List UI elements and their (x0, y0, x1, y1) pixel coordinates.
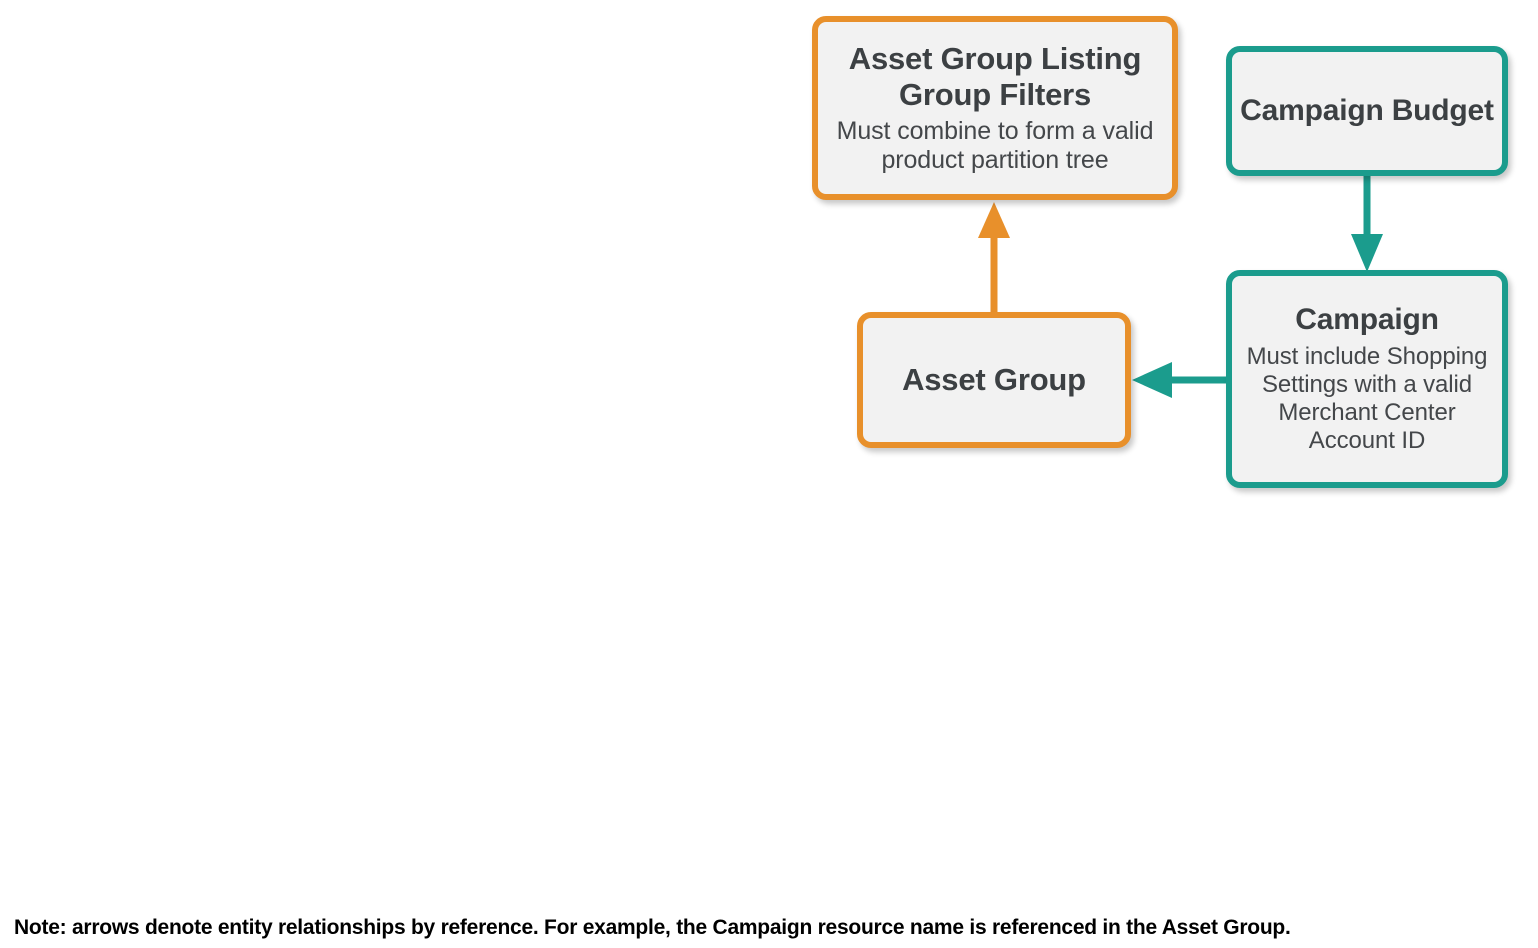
node-asset-group-listing-group-filters[interactable]: Asset Group Listing Group Filters Must c… (812, 16, 1178, 200)
node-title: Campaign (1295, 303, 1439, 337)
edge-asset-group-to-listing-group-filters (978, 202, 1010, 318)
node-title: Campaign Budget (1240, 93, 1494, 127)
node-subtitle: Must combine to form a valid product par… (836, 117, 1154, 175)
node-title: Asset Group Listing Group Filters (848, 40, 1142, 112)
node-subtitle: Must include Shopping Settings with a va… (1246, 343, 1488, 454)
node-campaign-budget[interactable]: Campaign Budget (1226, 46, 1508, 176)
edge-campaign-to-asset-group (1132, 362, 1234, 398)
node-asset-group[interactable]: Asset Group (857, 312, 1131, 448)
diagram-note: Note: arrows denote entity relationships… (14, 916, 1291, 939)
node-title: Asset Group (902, 362, 1086, 398)
edge-campaign-budget-to-campaign (1351, 172, 1383, 272)
node-campaign[interactable]: Campaign Must include Shopping Settings … (1226, 270, 1508, 488)
